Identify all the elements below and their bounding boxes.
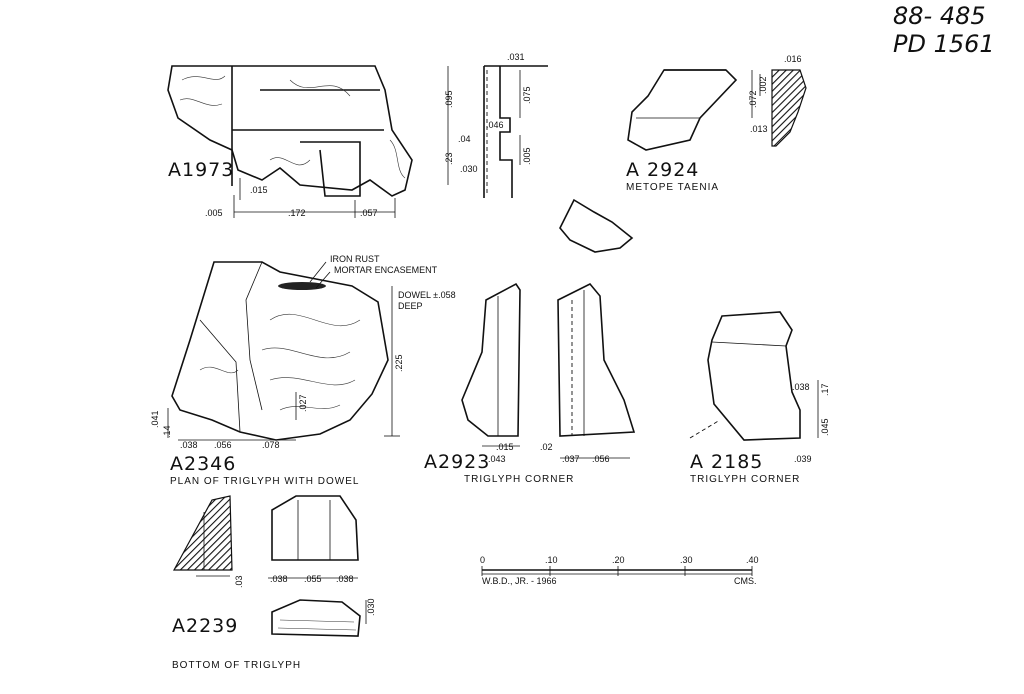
- dim-095: .095: [444, 90, 454, 108]
- dim-037: .037: [562, 454, 580, 464]
- dim-056: .056: [592, 454, 610, 464]
- dim-14: .14: [162, 425, 172, 438]
- scale-tick-10: .10: [545, 555, 558, 565]
- dim-23: .23: [444, 152, 454, 165]
- dim-016: .016: [784, 54, 802, 64]
- fragment-caption: BOTTOM OF TRIGLYPH: [172, 660, 301, 671]
- dim-015: .015: [250, 185, 268, 195]
- dim-172: .172: [288, 208, 306, 218]
- fragment-label: A2923: [424, 451, 490, 473]
- scale-bar: 0 .10 .20 .30 .40 W.B.D., JR. - 1966 CMS…: [480, 555, 759, 586]
- dim-055: .055: [304, 574, 322, 584]
- fragment-caption: PLAN OF TRIGLYPH WITH DOWEL: [170, 476, 359, 487]
- fragment-label: A1973: [168, 159, 234, 181]
- dim-072: .072: [748, 90, 758, 108]
- small-fragment: [559, 198, 634, 253]
- catalog-number: 88- 485: [893, 2, 986, 30]
- dim-04: .04: [458, 134, 471, 144]
- dim-039: .039: [794, 454, 812, 464]
- dim-038: .038: [792, 382, 810, 392]
- scale-tick-20: .20: [612, 555, 625, 565]
- dim-038: .038: [180, 440, 198, 450]
- fragment-a2185: .038 .17 .045 .039 A 2185 TRIGLYPH CORNE…: [689, 311, 830, 485]
- fragment-a2923: .015 .043 .02 .037 .056 A2923 TRIGLYPH C…: [424, 282, 636, 485]
- dim-057: .057: [360, 208, 378, 218]
- fragment-label: A 2924: [626, 159, 699, 181]
- fragment-a2239: .03 .038 .055 .038 .030 A2239 BOTTOM OF …: [172, 495, 376, 671]
- dim-075: .075: [522, 86, 532, 104]
- note-deep: DEEP: [398, 301, 423, 311]
- dim-03: .03: [234, 575, 244, 588]
- dim-005: .005: [205, 208, 223, 218]
- dim-030: .030: [460, 164, 478, 174]
- note-mortar: MORTAR ENCASEMENT: [334, 265, 438, 275]
- fragment-label: A 2185: [690, 451, 763, 473]
- fragment-caption: METOPE TAENIA: [626, 182, 719, 193]
- dim-013: .013: [750, 124, 768, 134]
- dim-030: .030: [366, 598, 376, 616]
- fragment-a2346: IRON RUST MORTAR ENCASEMENT DOWEL ±.058 …: [150, 254, 456, 487]
- fragment-label: A2239: [172, 615, 238, 637]
- scale-tick-30: .30: [680, 555, 693, 565]
- dim-046: .046: [486, 120, 504, 130]
- fragment-a2924: .016 .072 .002 .013 A 2924 METOPE TAENIA: [626, 54, 807, 193]
- note-iron-rust: IRON RUST: [330, 254, 380, 264]
- dim-078: .078: [262, 440, 280, 450]
- scale-tick-0: 0: [480, 555, 485, 565]
- dim-027: .027: [298, 394, 308, 412]
- fragment-label: A2346: [170, 453, 236, 475]
- fragment-caption: TRIGLYPH CORNER: [464, 474, 574, 485]
- note-dowel: DOWEL ±.058: [398, 290, 456, 300]
- dim-056: .056: [214, 440, 232, 450]
- dim-17: .17: [820, 383, 830, 396]
- dim-002: .002: [758, 76, 768, 94]
- dim-041: .041: [150, 410, 160, 428]
- fragment-a1973: A1973 .015 .005 .172 .057 .031 .095 .075…: [167, 52, 548, 218]
- dim-015: .015: [496, 442, 514, 452]
- dim-005b: .005: [522, 147, 532, 165]
- plate-number: PD 1561: [893, 30, 995, 58]
- scale-unit: CMS.: [734, 576, 757, 586]
- draftsman-credit: W.B.D., JR. - 1966: [482, 576, 557, 586]
- fragment-caption: TRIGLYPH CORNER: [690, 474, 800, 485]
- scale-tick-40: .40: [746, 555, 759, 565]
- dim-02: .02: [540, 442, 553, 452]
- dim-038b: .038: [336, 574, 354, 584]
- dim-045: .045: [820, 418, 830, 436]
- dim-031: .031: [507, 52, 525, 62]
- dim-043: .043: [488, 454, 506, 464]
- dim-225: .225: [394, 354, 404, 372]
- dim-038a: .038: [270, 574, 288, 584]
